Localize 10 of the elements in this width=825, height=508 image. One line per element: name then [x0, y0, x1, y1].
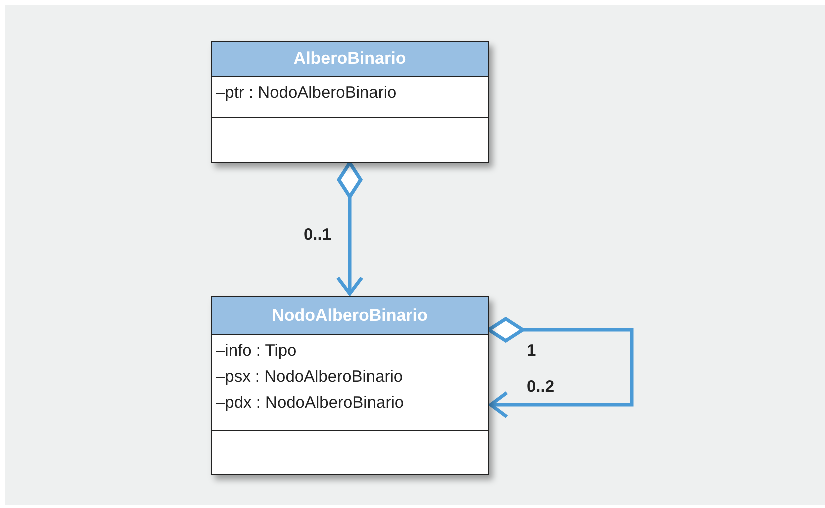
- attribute-text: –ptr : NodoAlberoBinario: [216, 83, 397, 104]
- class-name: AlberoBinario: [294, 49, 406, 69]
- attribute-text: –info : Tipo: [216, 341, 297, 362]
- aggregation-arrow: [487, 317, 634, 419]
- class-box: [211, 296, 489, 475]
- class-name: NodoAlberoBinario: [272, 306, 428, 326]
- attribute-text: –psx : NodoAlberoBinario: [216, 367, 404, 388]
- aggregation-arrow: [336, 161, 364, 296]
- class-box: [211, 41, 489, 163]
- attribute-text: –pdx : NodoAlberoBinario: [216, 393, 404, 414]
